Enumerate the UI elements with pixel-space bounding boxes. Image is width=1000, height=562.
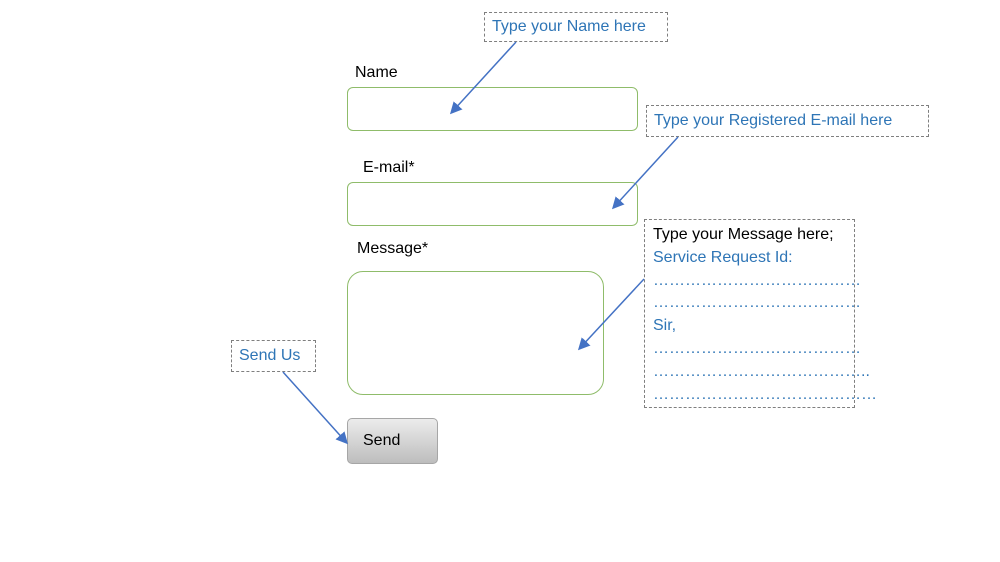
message-hint-callout: Type your Message here; Service Request … [644,219,877,408]
name-hint-callout: Type your Name here [484,12,668,42]
email-hint-text: Type your Registered E-mail here [654,112,893,129]
send-button-label: Send [363,432,401,449]
email-input[interactable] [347,182,638,226]
send-button[interactable]: Send [347,418,438,464]
message-hint-dots: …………………………………… [653,385,877,403]
message-hint-dots: ………………………………… [653,271,861,289]
send-hint-callout: Send Us [231,340,316,372]
email-hint-callout: Type your Registered E-mail here [646,105,929,137]
message-hint-dots: ………………………………… [653,294,861,312]
message-hint-dots: ………………………………… [653,339,861,357]
email-label: E-mail* [363,159,415,176]
message-hint-salutation: Sir, [653,317,677,335]
send-arrow [282,371,349,445]
name-label: Name [355,64,398,81]
name-hint-text: Type your Name here [492,18,646,35]
message-hint-dots: ………………………………….. [653,362,870,380]
send-hint-text: Send Us [239,347,301,364]
message-textarea[interactable] [347,271,604,395]
name-input[interactable] [347,87,638,131]
message-hint-intro: Type your Message here; [653,226,834,243]
message-label: Message* [357,240,429,257]
message-hint-service-request: Service Request Id: [653,248,793,266]
